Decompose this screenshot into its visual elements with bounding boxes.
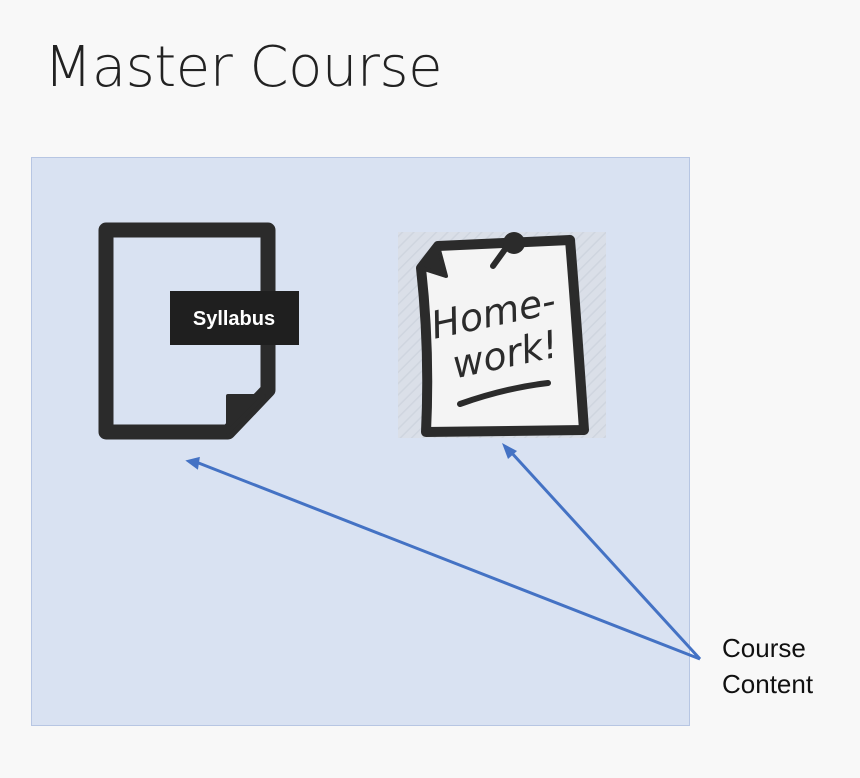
homework-note-icon: Home- work!: [398, 232, 606, 438]
arrow-to-homework: [502, 443, 702, 661]
caption-line1: Course: [722, 633, 806, 663]
pin-icon: [503, 232, 525, 254]
caption-line2: Content: [722, 669, 814, 699]
page-title: Master Course: [44, 35, 443, 100]
syllabus-label-box: [170, 291, 299, 345]
syllabus-label: Syllabus: [193, 308, 275, 330]
syllabus-document-icon: Syllabus: [98, 222, 299, 440]
arrow-to-syllabus: [185, 456, 701, 661]
course-content-caption: Course Content: [722, 630, 813, 702]
